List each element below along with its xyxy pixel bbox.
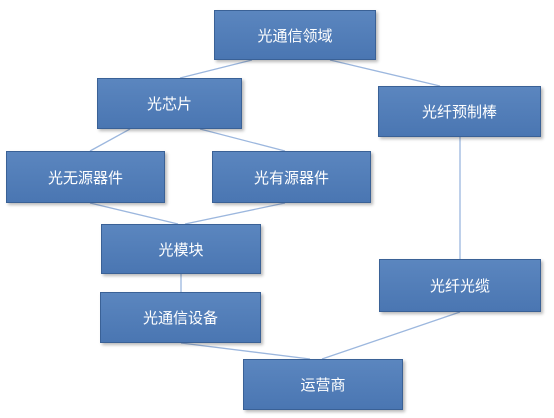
edge-active-module [184,202,286,225]
node-optical-chip: 光芯片 [97,78,242,129]
edge-chip-active [199,128,286,152]
node-fiber-optic-cable: 光纤光缆 [379,259,541,312]
edge-passive-module [89,202,179,225]
node-fiber-preform: 光纤预制棒 [378,86,541,137]
node-optical-module: 光模块 [101,224,261,274]
edge-chip-passive [89,128,131,152]
node-active-optical-devices: 光有源器件 [212,151,371,203]
edge-domain-preform [329,59,441,87]
node-optical-communication-domain: 光通信领域 [214,10,376,60]
node-operator: 运营商 [243,359,403,410]
edge-cable-operator [321,311,461,360]
edge-domain-chip [179,59,253,79]
node-optical-communication-equipment: 光通信设备 [100,292,261,343]
edge-equipment-operator [180,342,311,360]
node-passive-optical-devices: 光无源器件 [6,151,165,203]
